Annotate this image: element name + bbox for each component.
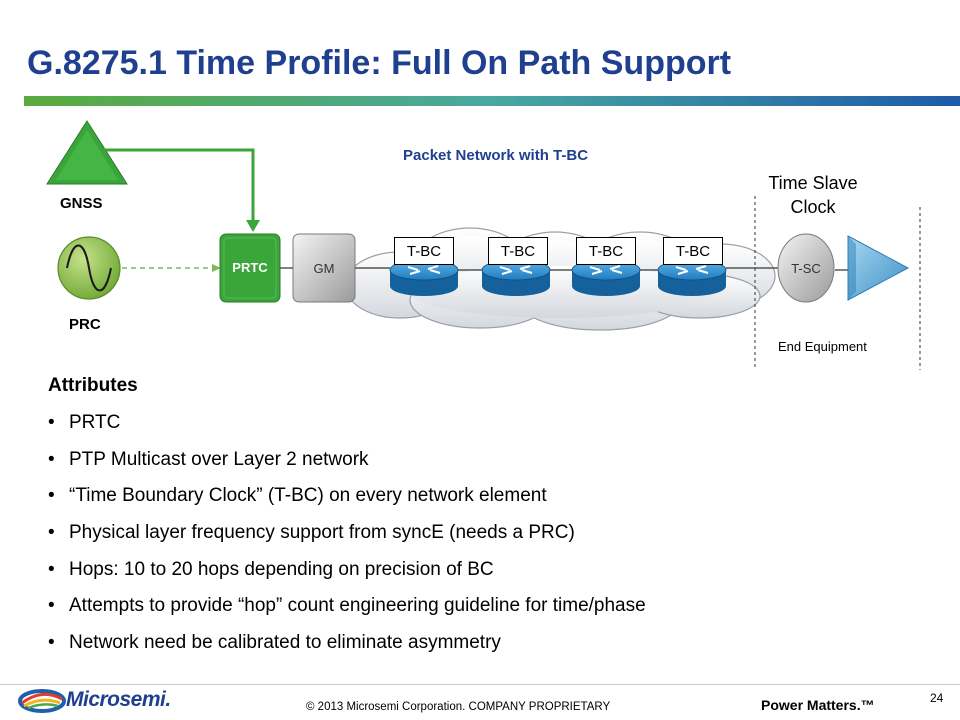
attribute-item: Physical layer frequency support from sy… [48,520,646,557]
attribute-item: PRTC [48,410,646,447]
end-equipment-icon [847,235,910,301]
prc-arrowhead-icon [212,264,221,272]
attribute-item: PTP Multicast over Layer 2 network [48,447,646,484]
tbc-box-2: T-BC [488,237,548,265]
attributes-heading: Attributes [48,375,138,396]
router-icon-4 [657,259,727,296]
tsc-label: T-SC [791,261,821,276]
prtc-label: PRTC [232,260,268,275]
attribute-item: Hops: 10 to 20 hops depending on precisi… [48,557,646,594]
logo-text: Microsemi. [66,688,171,711]
prc-oscillator-icon [57,236,121,300]
end-equipment-label: End Equipment [778,339,867,354]
prc-label: PRC [69,316,101,333]
gnss-label: GNSS [60,195,103,212]
attribute-item: Network need be calibrated to eliminate … [48,630,646,667]
router-icon-1 [389,259,459,296]
microsemi-logo: Microsemi. [18,686,178,716]
page-number: 24 [930,691,944,705]
gnss-arrowhead-icon [246,220,260,232]
attribute-item: Attempts to provide “hop” count engineer… [48,593,646,630]
microsemi-swoosh-icon [18,689,66,713]
time-slave-clock-line1: Time Slave [768,173,858,193]
slide-title: G.8275.1 Time Profile: Full On Path Supp… [27,44,732,82]
footer-divider [0,684,960,685]
tbc-box-3: T-BC [576,237,636,265]
tsc-circle [777,233,835,303]
gm-label: GM [313,261,335,276]
title-gradient-bar [24,96,960,106]
time-slave-clock-line2: Clock [790,197,836,217]
attributes-list: PRTC PTP Multicast over Layer 2 network … [48,410,646,667]
tbc-box-1: T-BC [394,237,454,265]
time-slave-clock-label: Time Slave Clock [765,171,861,219]
router-icon-3 [571,259,641,296]
attribute-item: “Time Boundary Clock” (T-BC) on every ne… [48,483,646,520]
gnss-triangle-icon [46,120,128,185]
gnss-to-prtc-arrow [100,148,255,222]
copyright-text: © 2013 Microsemi Corporation. COMPANY PR… [306,701,611,713]
network-label: Packet Network with T-BC [403,147,589,164]
router-icon-2 [481,259,551,296]
tbc-box-4: T-BC [663,237,723,265]
tagline-text: Power Matters.™ [761,697,875,713]
